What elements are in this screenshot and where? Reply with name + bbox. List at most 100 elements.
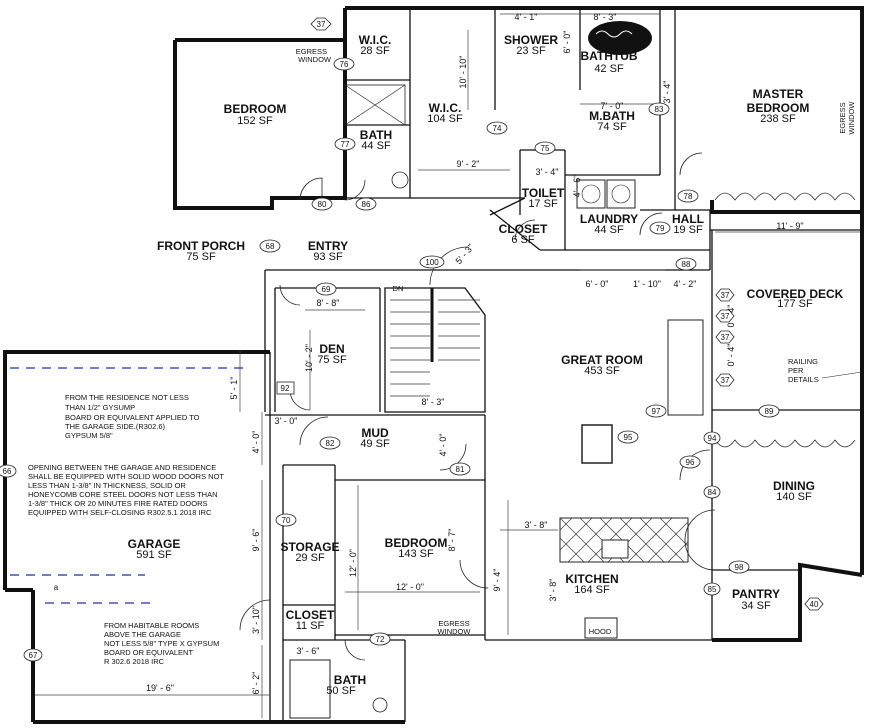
dim-label: 0' - 4" (726, 344, 736, 367)
window-tag: 40 (810, 600, 819, 609)
shower-stall-icon (344, 84, 406, 126)
door-tag: 74 (493, 124, 502, 133)
room-bath1-area: 44 SF (361, 140, 391, 152)
fixtures (10, 21, 856, 719)
window-tag: 37 (317, 20, 326, 29)
room-labels: W.I.C. 28 SF SHOWER 23 SF BATHTUB 42 SF … (128, 33, 844, 697)
room-storage-area: 29 SF (295, 552, 325, 564)
dim-label: 4' - 6" (572, 175, 582, 198)
room-bedroom2-name: BEDROOM (385, 536, 448, 550)
sofa-icon (667, 319, 704, 416)
dim-label: 3' - 0" (275, 416, 298, 426)
toilet-2-icon (372, 697, 388, 713)
egress-window-note: EGRESS (438, 619, 469, 628)
dim-label: 9' - 6" (251, 529, 261, 552)
door-tag: 96 (686, 458, 695, 467)
dim-label: 11' - 9" (776, 221, 803, 231)
door-tag: 85 (708, 585, 717, 594)
room-den-name: DEN (319, 342, 344, 356)
dim-label: 6' - 0" (562, 31, 572, 54)
room-pantry-area: 34 SF (741, 600, 771, 612)
room-dining-area: 140 SF (776, 491, 812, 503)
room-toilet-area: 17 SF (528, 198, 558, 210)
fire-door-note: HONEYCOMB CORE STEEL DOORS NOT LESS THAN (28, 490, 217, 499)
fire-door-note: LESS THAN 1-3/8" IN THICKNESS, SOLID OR (28, 481, 186, 490)
dim-label: 4' - 1" (515, 12, 538, 22)
window-tag: 37 (721, 376, 730, 385)
room-hall-name: HALL (672, 212, 704, 226)
room-entry-area: 93 SF (313, 251, 343, 263)
bedroom-exterior-wall (173, 8, 347, 210)
habitable-note: NOT LESS 5/8" TYPE X GYPSUM (104, 639, 219, 648)
habitable-note: ABOVE THE GARAGE (104, 630, 181, 639)
railing-note: RAILING (788, 357, 818, 366)
door-tag: 100 (425, 258, 439, 267)
room-wic1-name: W.I.C. (359, 33, 392, 47)
room-bedroom1-area: 152 SF (237, 115, 273, 127)
fire-door-note: 1-3/8" THICK OR 20 MINUTES FIRE RATED DO… (28, 499, 208, 508)
dim-label: 10' - 10" (458, 56, 468, 89)
room-bedroom1-name: BEDROOM (224, 102, 287, 116)
room-bathtub-area: 42 SF (594, 63, 624, 75)
door-tag: 69 (322, 285, 331, 294)
kitchen-sink-icon (601, 539, 629, 559)
room-bath2-area: 50 SF (326, 685, 356, 697)
room-mud-area: 49 SF (360, 438, 390, 450)
room-closet1-name: CLOSET (499, 222, 548, 236)
window-tag: 37 (721, 333, 730, 342)
door-tag: 84 (708, 488, 717, 497)
room-deck-area: 177 SF (777, 298, 813, 310)
egress-window-note: WINDOW (438, 627, 472, 636)
dim-label: 4' - 0" (251, 431, 261, 454)
dim-label: 3' - 10" (251, 606, 261, 634)
door-tag: 92 (281, 384, 290, 393)
egress-window-note: EGRESS (838, 102, 847, 133)
pantry-exterior-wall (712, 562, 863, 642)
room-closet2-name: CLOSET (286, 608, 335, 622)
dim-label: 8' - 8" (317, 298, 340, 308)
door-tag: 97 (652, 407, 661, 416)
room-laundry-area: 44 SF (594, 224, 624, 236)
habitable-note: BOARD OR EQUIVALENT (104, 648, 193, 657)
door-tag: 89 (765, 407, 774, 416)
marker-label: a (54, 583, 59, 592)
furniture-tag: 95 (624, 433, 633, 442)
door-tag: 86 (362, 200, 371, 209)
egress-window-note: EGRESS (296, 47, 327, 56)
door-tag: 88 (682, 260, 691, 269)
dim-label: 6' - 0" (586, 279, 609, 289)
room-bath2-name: BATH (334, 673, 366, 687)
door-tag: 72 (376, 635, 385, 644)
gypsum-note: GYPSUM 5/8" (65, 431, 113, 440)
dim-label: 9' - 4" (492, 569, 502, 592)
egress-window-note: WINDOW (298, 55, 332, 64)
window-tag: 37 (721, 312, 730, 321)
stair-down-label: DN (393, 284, 404, 293)
door-tag: 81 (456, 465, 465, 474)
range-hood-icon (584, 617, 618, 639)
room-porch-name: FRONT PORCH (157, 239, 245, 253)
door-tag: 82 (326, 439, 335, 448)
washer-icon (576, 179, 606, 209)
habitable-note: R 302.6 2018 IRC (104, 657, 165, 666)
door-tag: 66 (3, 467, 12, 476)
egress-window-note: WINDOW (847, 101, 856, 135)
room-great-area: 453 SF (584, 365, 620, 377)
room-storage-name: STORAGE (280, 540, 339, 554)
walls (3, 6, 864, 724)
room-wic1-area: 28 SF (360, 45, 390, 57)
door-tag: 75 (541, 144, 550, 153)
room-closet1-area: 6 SF (511, 234, 535, 246)
room-kitchen-name: KITCHEN (565, 572, 618, 586)
door-tag: 70 (282, 516, 291, 525)
fire-door-note: OPENING BETWEEN THE GARAGE AND RESIDENCE (28, 463, 216, 472)
dim-label: 1' - 10" (633, 279, 661, 289)
gypsum-note: BOARD OR EQUIVALENT APPLIED TO (65, 413, 200, 422)
room-entry-name: ENTRY (308, 239, 348, 253)
bathtub-icon (588, 21, 652, 55)
dim-label: 3' - 8" (548, 579, 558, 602)
door-tag: 76 (340, 60, 349, 69)
room-garage-area: 591 SF (136, 549, 172, 561)
dim-label: 10' - 2" (304, 344, 314, 372)
gypsum-note: FROM THE RESIDENCE NOT LESS (65, 393, 189, 402)
